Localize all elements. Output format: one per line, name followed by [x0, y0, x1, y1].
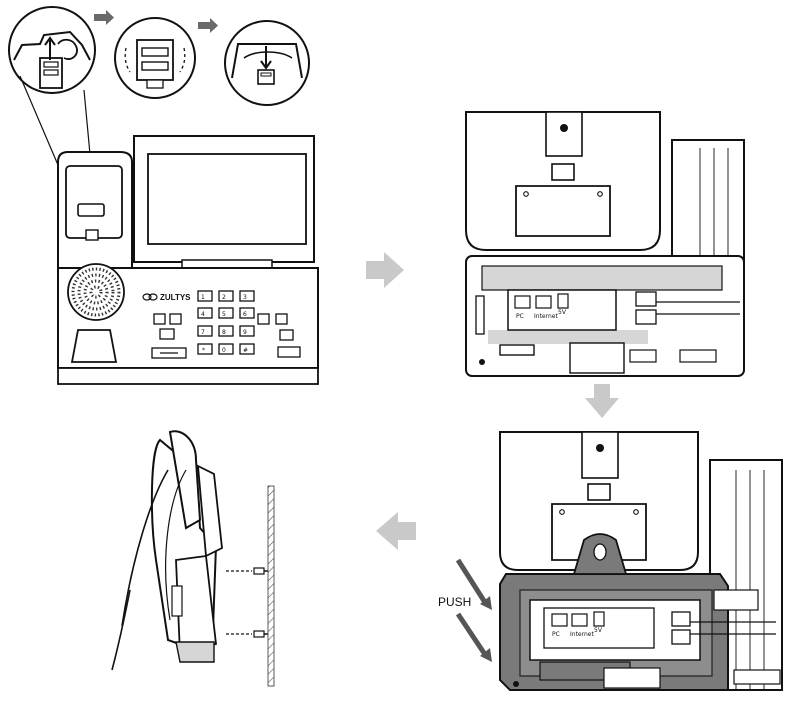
push-label: PUSH: [438, 595, 471, 609]
dialpad-key: 9: [243, 329, 247, 336]
port-label-pc: PC: [552, 631, 560, 638]
dialpad-key: 3: [243, 294, 247, 301]
port-label-internet: Internet: [534, 313, 558, 320]
brand-logo: ZULTYS: [142, 293, 191, 302]
dialpad-key: #: [243, 347, 248, 354]
port-label-power: 5V: [594, 627, 603, 634]
push-arrows: [455, 558, 492, 662]
dialpad-key: 1: [201, 294, 205, 301]
dialpad-key: *: [202, 347, 205, 354]
phone-back-view: PC Internet 5V: [465, 111, 745, 377]
dialpad-key: 8: [222, 329, 226, 336]
port-label-power: 5V: [558, 309, 567, 316]
dialpad-key: 0: [222, 347, 226, 354]
wall-screw: [253, 567, 268, 575]
port-label-internet: Internet: [570, 631, 594, 638]
phone-side-view-on-wall: [111, 430, 275, 687]
wall-screw: [253, 630, 268, 638]
dialpad-key: 4: [201, 311, 205, 318]
dialpad-key: 2: [222, 294, 226, 301]
dialpad-key: 5: [222, 311, 226, 318]
phone-front-view: ZULTYS 1 2 3 4 5 6 7 8: [57, 135, 319, 385]
hook-step-3-inset: [224, 20, 310, 106]
dialpad: 1 2 3 4 5 6 7 8 9 * 0 #: [197, 290, 255, 355]
hook-step-2-inset: [114, 17, 196, 99]
phone-back-with-bracket: PC Internet 5V: [499, 431, 783, 691]
wall: [267, 485, 275, 687]
brand-label: ZULTYS: [160, 293, 191, 302]
dialpad-key: 6: [243, 311, 247, 318]
flow-arrow-icon: [585, 384, 619, 418]
hook-step-1-inset: [8, 6, 96, 94]
step-arrow-icon: [198, 18, 218, 33]
step-arrow-icon: [94, 10, 114, 25]
flow-arrow-icon: [376, 512, 416, 550]
port-label-pc: PC: [516, 313, 524, 320]
flow-arrow-icon: [366, 252, 404, 288]
dialpad-key: 7: [201, 329, 205, 336]
speaker-grille: [67, 263, 125, 321]
